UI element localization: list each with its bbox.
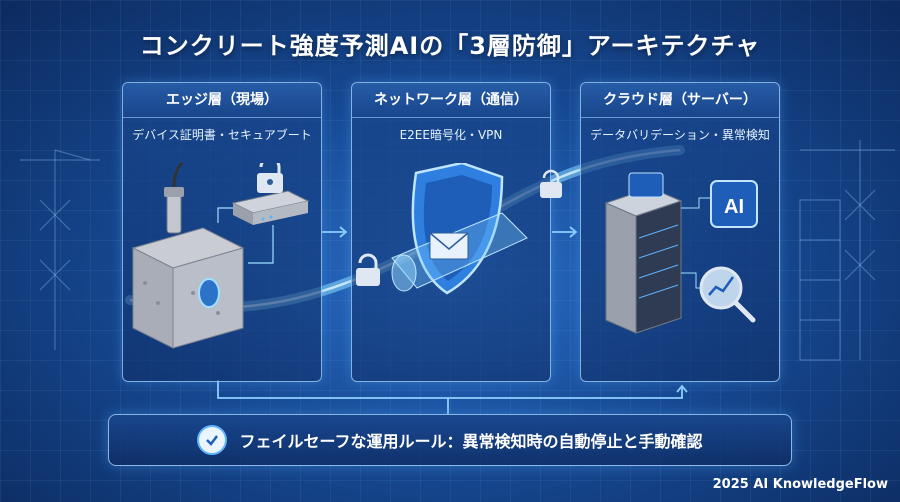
panel-edge-detail: デバイス証明書・セキュアブート (132, 128, 312, 142)
page-title: コンクリート強度予測AIの「3層防御」アーキテクチャ (139, 32, 761, 60)
ai-chip-icon: AI (710, 180, 758, 228)
network-illustration (356, 163, 528, 295)
building-right-icon (799, 199, 841, 361)
lock-left-icon (356, 253, 380, 286)
panel-cloud-detail: データバリデーション・異常検知 (590, 128, 770, 142)
concrete-block-icon (131, 227, 245, 349)
sensor-icon (164, 163, 184, 234)
lock-icon (257, 163, 283, 193)
panel-cloud-layer: クラウド層（サーバー） データバリデーション・異常検知 AI (580, 82, 780, 382)
panel-network-layer: ネットワーク層（通信） E2EE暗号化・VPN (351, 82, 551, 382)
server-rack-icon (604, 187, 683, 334)
cloud-illustration: AI (604, 172, 758, 334)
crane-left-icon (20, 149, 100, 350)
router-icon (231, 190, 310, 225)
ai-chip-small-icon (628, 172, 664, 198)
ai-chip-label: AI (724, 196, 744, 218)
footer-credit: 2025 AI KnowledgeFlow (712, 477, 888, 492)
panel-edge-layer: エッジ層（現場） デバイス証明書・セキュアブート (122, 82, 322, 382)
lock-floating-icon (540, 169, 562, 198)
envelope-icon (429, 232, 469, 260)
failsafe-rule-bar: フェイルセーフな運用ルール：異常検知時の自動停止と手動確認 (108, 414, 792, 466)
failsafe-rule-text: フェイルセーフな運用ルール：異常検知時の自動停止と手動確認 (239, 432, 703, 451)
panel-network-detail: E2EE暗号化・VPN (399, 128, 503, 142)
panel-edge-title: エッジ層（現場） (123, 83, 321, 118)
crane-right-icon (800, 140, 895, 360)
edge-illustration (131, 163, 310, 349)
panel-cloud-title: クラウド層（サーバー） (581, 83, 779, 118)
check-icon (197, 425, 228, 455)
panel-network-title: ネットワーク層（通信） (352, 83, 550, 118)
shield-icon (411, 163, 504, 295)
